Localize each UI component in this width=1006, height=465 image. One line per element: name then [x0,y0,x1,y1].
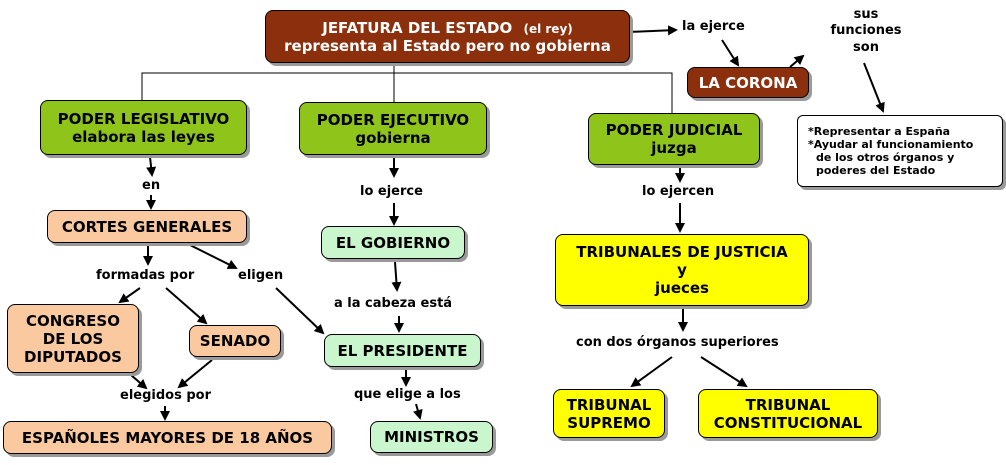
link-sus-funciones: sus funciones son [818,7,914,56]
link-lo-ejerce: lo ejerce [360,184,423,199]
cortes-generales-node: CORTES GENERALES [47,210,247,243]
link-elegidos-por: elegidos por [120,388,211,403]
arrow-queelige-ministros [412,403,423,420]
la-corona-label: LA CORONA [698,73,798,92]
la-corona-node: LA CORONA [687,67,809,98]
congreso-node: CONGRESO DE LOS DIPUTADOS [7,304,139,373]
judicial-title: PODER JUDICIAL [605,121,743,139]
sus-line: sus [853,7,879,22]
congreso-line-3: DIPUTADOS [24,347,122,366]
ministros-label: MINISTROS [384,428,479,446]
tree-line-powers [141,72,673,113]
funciones-line: funciones [830,23,902,39]
el-presidente-node: EL PRESIDENTE [324,334,481,367]
supremo-line-2: SUPREMO [567,413,651,432]
link-la-ejerce: la ejerce [682,19,745,34]
funcion-3: de los otros órganos y [816,151,955,164]
arrow-congreso-elegidos [130,374,148,390]
funciones-node: *Representar a España *Ayudar al funcion… [797,115,1003,187]
ejecutivo-title: PODER EJECUTIVO [316,110,470,129]
senado-node: SENADO [189,325,281,357]
link-lo-ejercen: lo ejercen [642,184,715,199]
funcion-1: *Representar a España [808,124,951,138]
arrow-formadas-congreso [118,287,141,304]
arrow-ejerce-corona [721,39,740,67]
arrow-senado-elegidos [177,359,213,389]
arrow-eligen-presidente [275,287,325,335]
congreso-line-2: DE LOS [42,329,104,348]
tribunales-line-3: jueces [655,279,709,297]
jefatura-note: (el rey) [523,21,573,36]
arrow-organos-supremo [630,356,673,388]
ministros-node: MINISTROS [370,421,493,453]
arrow-formadas-senado [165,287,208,325]
cortes-label: CORTES GENERALES [61,217,233,236]
arrow-cortes-eligen [187,243,238,269]
espanoles-label: ESPAÑOLES MAYORES DE 18 AÑOS [21,428,314,447]
constitucional-line-2: CONSTITUCIONAL [713,413,863,432]
link-a-la-cabeza: a la cabeza está [334,296,453,311]
supremo-line-1: TRIBUNAL [566,395,652,414]
arrow-legislativo-en [146,156,157,177]
jefatura-subtitle: representa al Estado pero no gobierna [284,36,611,55]
jefatura-title: JEFATURA DEL ESTADO [322,18,513,37]
arrow-gobierno-cabeza [391,261,402,292]
poder-judicial-node: PODER JUDICIAL juzga [588,113,760,165]
arrow-jefatura-ejerce [627,25,678,36]
link-eligen: eligen [238,268,284,283]
tribunales-node: TRIBUNALES DE JUSTICIA y jueces [555,234,809,306]
jefatura-del-estado-node: JEFATURA DEL ESTADO (el rey) representa … [265,10,630,63]
arrow-corona-funciones [789,54,805,68]
presidente-label: EL PRESIDENTE [337,341,468,360]
son-line: son [853,39,879,55]
legislativo-subtitle: elabora las leyes [72,127,215,146]
poder-legislativo-node: PODER LEGISLATIVO elabora las leyes [40,100,247,155]
tribunal-supremo-node: TRIBUNAL SUPREMO [553,389,665,438]
funcion-2: *Ayudar al funcionamiento [808,137,974,151]
arrow-organos-constitucional [700,356,748,388]
link-dos-organos: con dos órganos superiores [576,335,779,350]
ejecutivo-subtitle: gobierna [355,128,431,147]
arrow-funciones-box [863,62,885,113]
el-gobierno-node: EL GOBIERNO [321,226,465,259]
tribunales-line-2: y [677,261,687,279]
tribunales-line-1: TRIBUNALES DE JUSTICIA [576,243,788,261]
senado-label: SENADO [199,332,271,350]
congreso-line-1: CONGRESO [26,311,120,330]
espanoles-node: ESPAÑOLES MAYORES DE 18 AÑOS [3,421,332,454]
link-formadas-por: formadas por [96,268,195,283]
funcion-4: poderes del Estado [816,164,936,178]
legislativo-title: PODER LEGISLATIVO [57,109,230,128]
judicial-subtitle: juzga [651,139,697,157]
poder-ejecutivo-node: PODER EJECUTIVO gobierna [299,102,487,155]
constitucional-line-1: TRIBUNAL [745,395,831,414]
gobierno-label: EL GOBIERNO [335,233,451,252]
tribunal-constitucional-node: TRIBUNAL CONSTITUCIONAL [698,389,878,438]
link-en: en [142,178,161,193]
link-que-elige: que elige a los [354,387,461,402]
